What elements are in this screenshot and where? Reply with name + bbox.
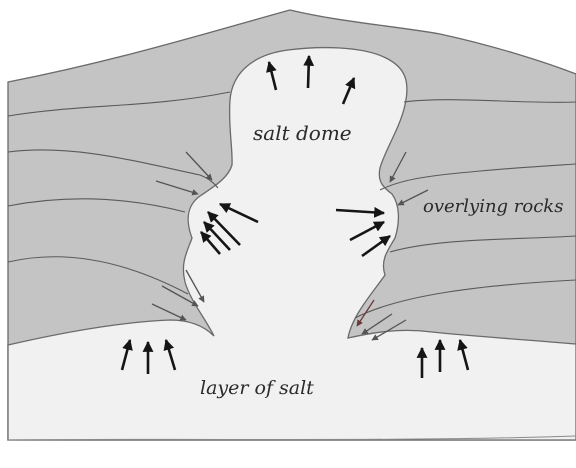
arrow-up-icon (308, 56, 309, 88)
layer-of-salt-label: layer of salt (200, 377, 314, 399)
overlying-rocks-label: overlying rocks (423, 196, 563, 217)
salt-dome-label: salt dome (253, 121, 352, 145)
